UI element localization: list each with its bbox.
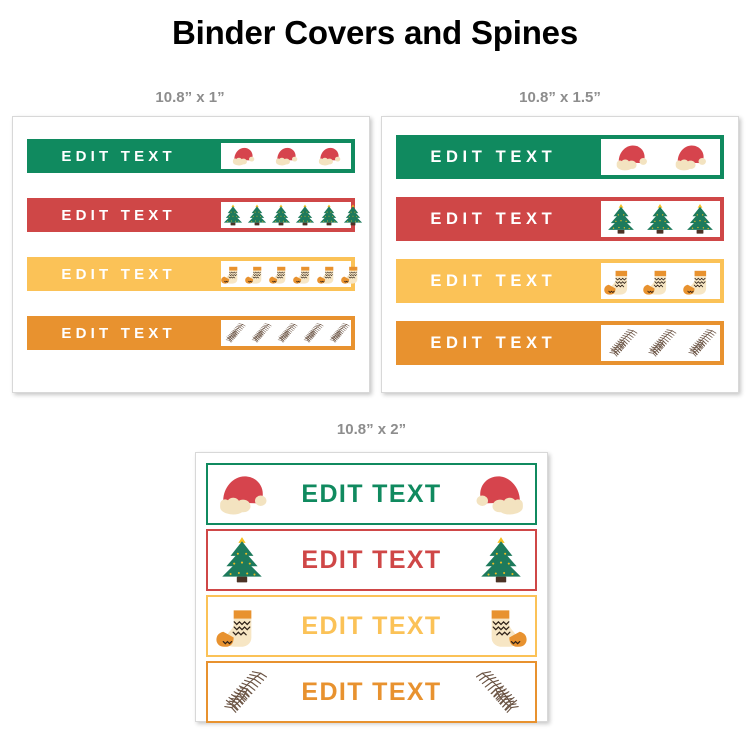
stocking-sock-icon (221, 262, 245, 286)
spine-row-label: EDIT TEXT (61, 206, 176, 224)
pine-branch-icon (604, 326, 638, 360)
spine-row-label: EDIT TEXT (301, 479, 442, 508)
stocking-sock-icon (341, 262, 365, 286)
spine-icon-strip (599, 199, 722, 239)
pine-branch-icon (475, 666, 527, 718)
pine-branch-icon (326, 321, 350, 345)
pine-branch-icon (222, 321, 246, 345)
santa-hat-icon (614, 140, 648, 174)
size-caption-card-3: 10.8” x 2” (336, 421, 407, 438)
spine-row[interactable]: EDIT TEXT (396, 197, 724, 241)
spine-row[interactable]: EDIT TEXT (206, 595, 537, 657)
spine-icon-strip (599, 261, 722, 301)
christmas-tree-icon (341, 203, 365, 227)
santa-hat-icon (274, 144, 298, 168)
size-caption-card-2: 10.8” x 1.5” (519, 89, 601, 106)
spine-row-label: EDIT TEXT (61, 265, 176, 283)
stocking-sock-icon (683, 264, 717, 298)
binder-spine-card-3[interactable]: EDIT TEXT EDIT TEXT EDIT TEXT EDIT TEXT (195, 452, 548, 723)
christmas-tree-icon (245, 203, 269, 227)
spine-row[interactable]: EDIT TEXT (27, 139, 355, 173)
stocking-sock-icon (269, 262, 293, 286)
spine-row[interactable]: EDIT TEXT (27, 316, 355, 350)
spine-row-label: EDIT TEXT (301, 677, 442, 706)
spine-icon-strip (599, 137, 722, 177)
spine-row-label: EDIT TEXT (61, 147, 176, 165)
stocking-sock-icon (643, 264, 677, 298)
pine-branch-icon (643, 326, 677, 360)
stocking-sock-icon (293, 262, 317, 286)
christmas-tree-icon (604, 202, 638, 236)
spine-row[interactable]: EDIT TEXT (206, 529, 537, 591)
stocking-sock-icon (245, 262, 269, 286)
spine-row-label: EDIT TEXT (301, 611, 442, 640)
santa-hat-icon (673, 140, 707, 174)
spine-row[interactable]: EDIT TEXT (206, 463, 537, 525)
spine-row[interactable]: EDIT TEXT (396, 135, 724, 179)
spine-icon-strip (219, 259, 358, 289)
spine-row[interactable]: EDIT TEXT (27, 198, 363, 232)
pine-branch-icon (683, 326, 717, 360)
stocking-sock-icon (604, 264, 638, 298)
christmas-tree-icon (293, 203, 317, 227)
spine-row[interactable]: EDIT TEXT (396, 321, 724, 365)
spine-row-label: EDIT TEXT (430, 333, 557, 352)
spine-row-label: EDIT TEXT (430, 271, 557, 290)
size-caption-card-1: 10.8” x 1” (155, 89, 225, 106)
christmas-tree-icon (221, 203, 245, 227)
santa-hat-icon (475, 468, 527, 520)
christmas-tree-icon (269, 203, 293, 227)
spine-row[interactable]: EDIT TEXT (206, 661, 537, 723)
pine-branch-icon (216, 666, 268, 718)
santa-hat-icon (216, 468, 268, 520)
christmas-tree-icon (643, 202, 677, 236)
page-title: Binder Covers and Spines (172, 14, 578, 51)
stocking-sock-icon (317, 262, 341, 286)
spine-row-label: EDIT TEXT (430, 209, 557, 228)
spine-icon-strip (599, 323, 722, 363)
spine-icon-strip (219, 318, 353, 348)
spine-icon-strip (219, 200, 363, 230)
christmas-tree-icon (216, 534, 268, 586)
pine-branch-icon (300, 321, 324, 345)
santa-hat-icon (231, 144, 255, 168)
pine-branch-icon (274, 321, 298, 345)
spine-row-label: EDIT TEXT (430, 147, 557, 166)
pine-branch-icon (248, 321, 272, 345)
binder-spine-card-1[interactable]: EDIT TEXT EDIT TEXT EDIT TEXT EDIT TEXT (12, 116, 370, 393)
stocking-sock-icon (475, 600, 527, 652)
binder-spine-card-2[interactable]: EDIT TEXT EDIT TEXT EDIT TEXT EDIT TEXT (381, 116, 739, 393)
stocking-sock-icon (216, 600, 268, 652)
spine-row[interactable]: EDIT TEXT (27, 257, 358, 291)
spine-row[interactable]: EDIT TEXT (396, 259, 724, 303)
spine-row-label: EDIT TEXT (301, 545, 442, 574)
spine-icon-strip (219, 141, 353, 171)
santa-hat-icon (317, 144, 341, 168)
christmas-tree-icon (475, 534, 527, 586)
spine-row-label: EDIT TEXT (61, 324, 176, 342)
christmas-tree-icon (317, 203, 341, 227)
christmas-tree-icon (683, 202, 717, 236)
